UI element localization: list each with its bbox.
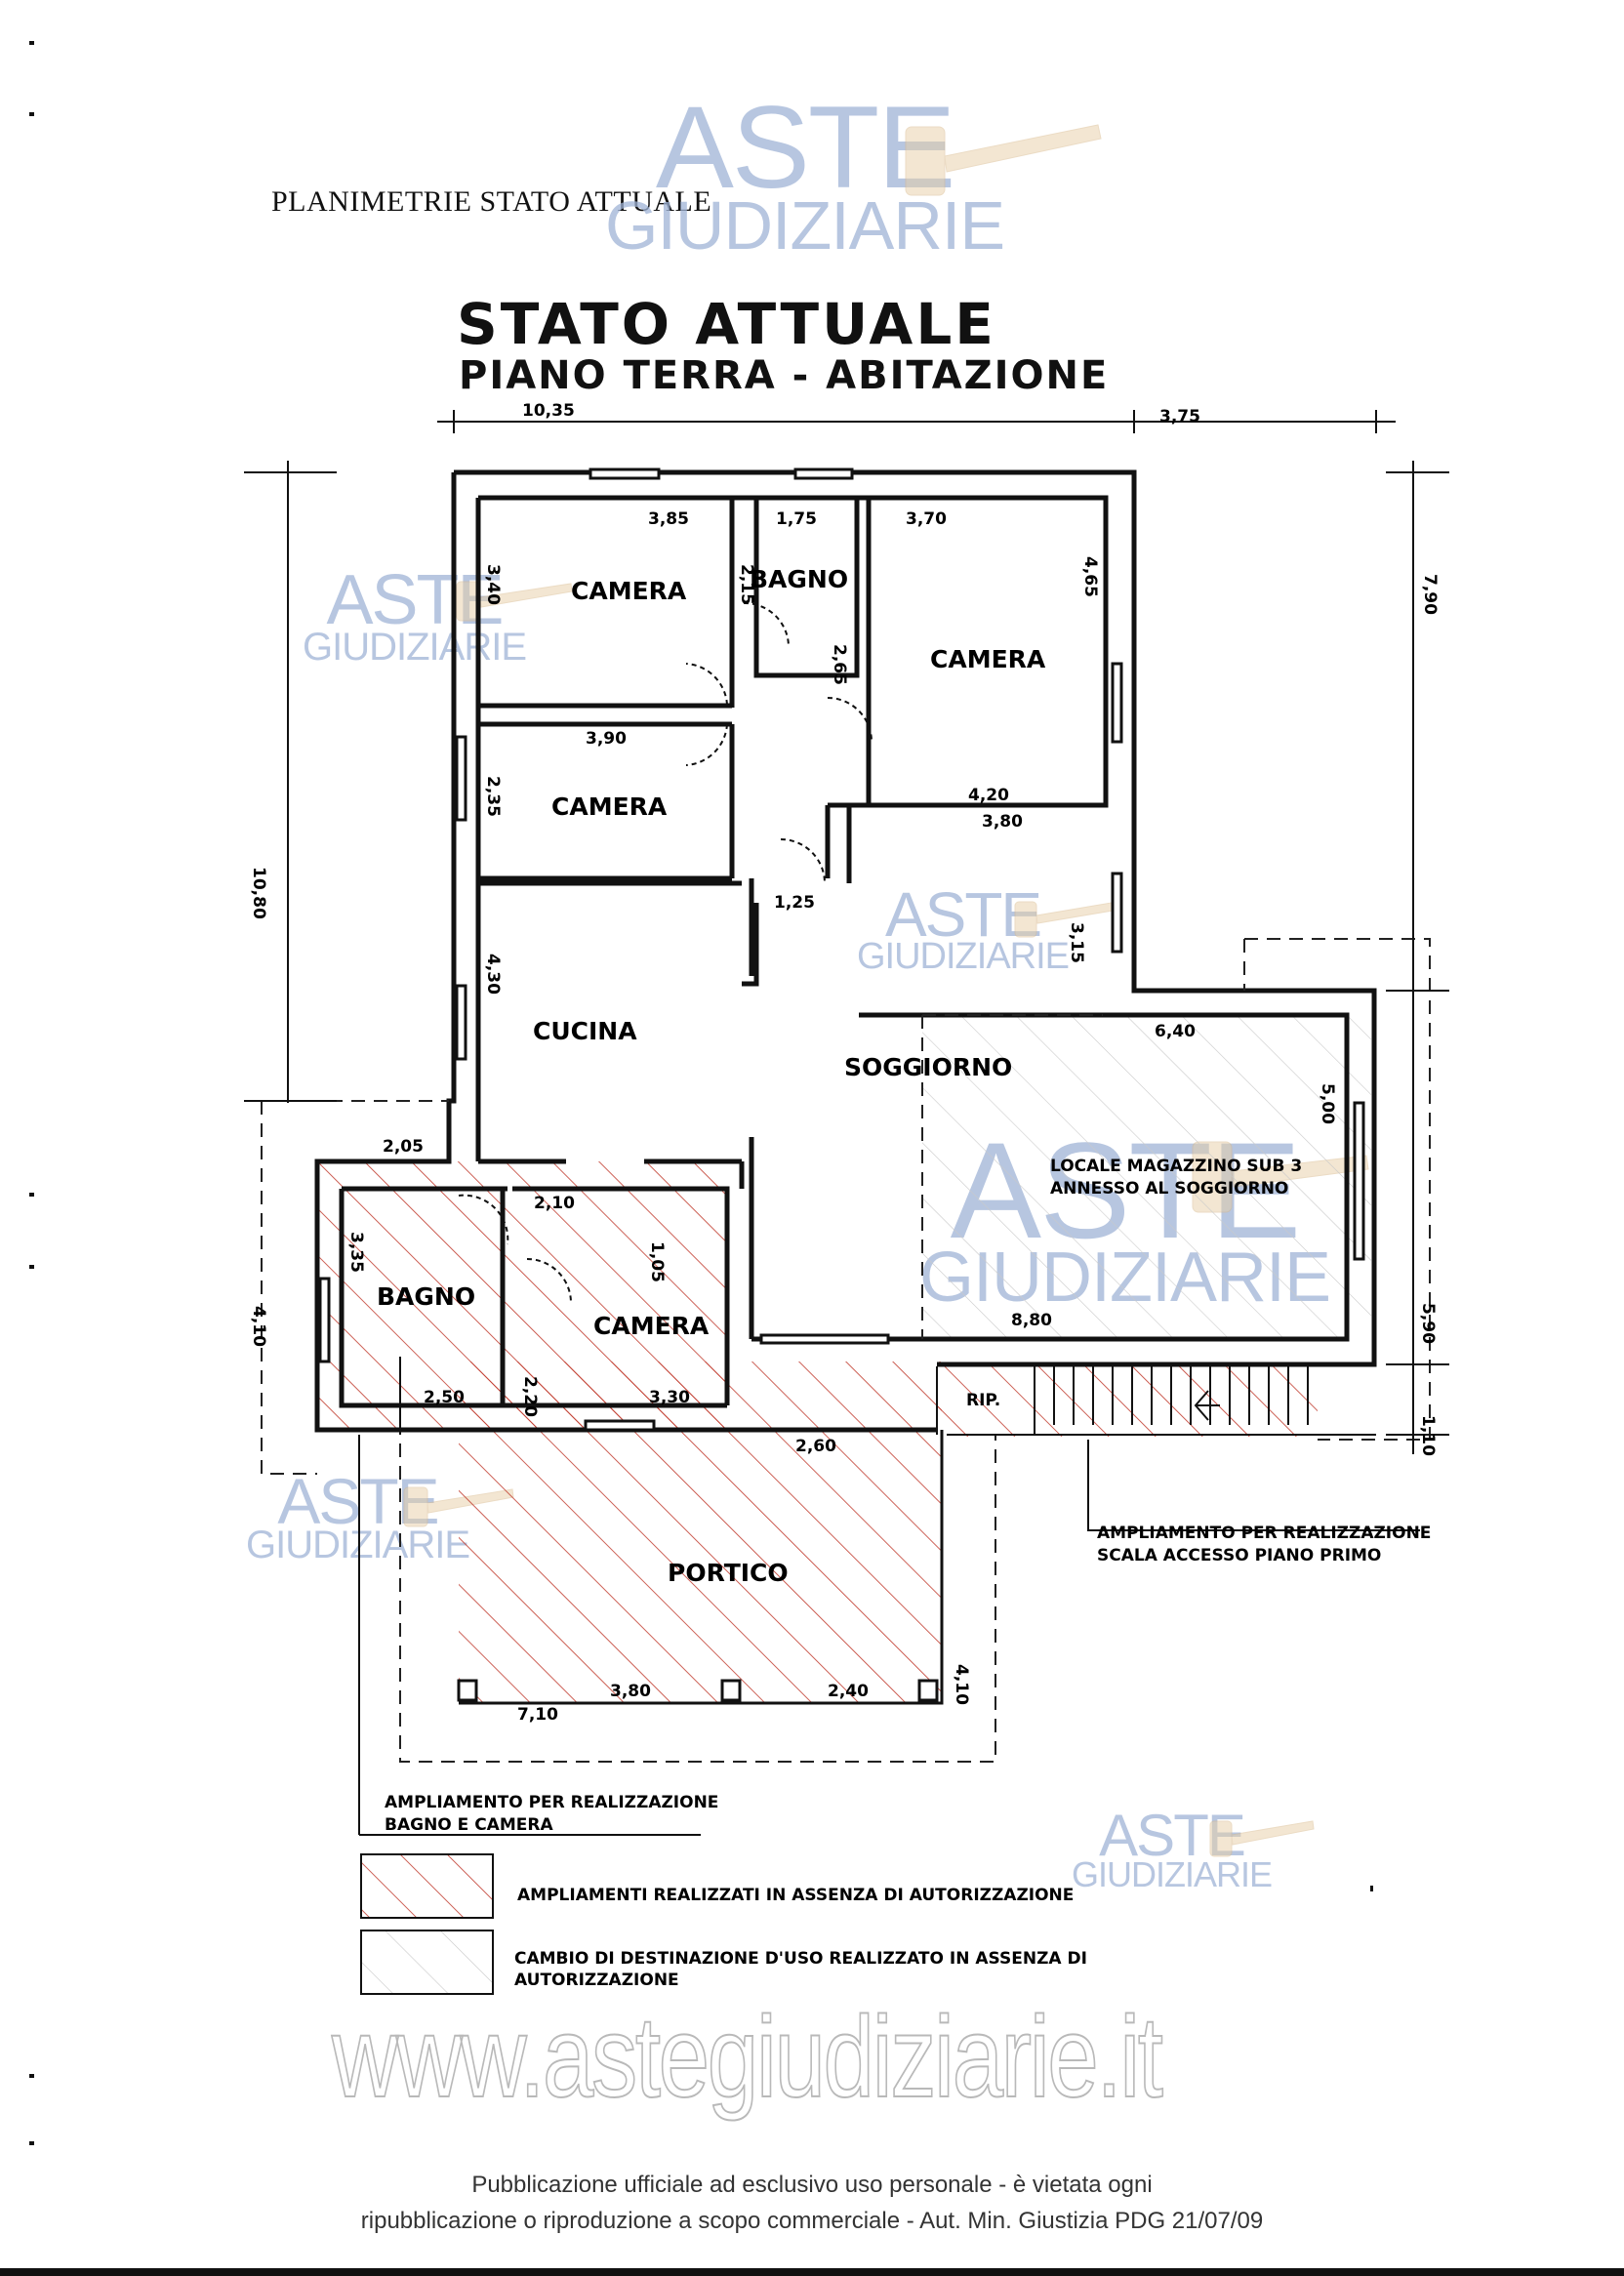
dim-right-low: 1,10	[1418, 1415, 1438, 1456]
room-label-portico: PORTICO	[668, 1559, 789, 1587]
dim-cam3-h: 2,35	[483, 776, 503, 817]
annotation-scala-2: SCALA ACCESSO PIANO PRIMO	[1097, 1546, 1381, 1565]
room-label-rip: RIP.	[966, 1391, 1000, 1410]
room-label-magazzino-2: ANNESSO AL SOGGIORNO	[1050, 1179, 1288, 1199]
hatch-portico	[459, 1362, 942, 1703]
dim-top-left: 10,35	[522, 401, 575, 421]
page-bottom-border	[0, 2268, 1624, 2276]
plan-title: STATO ATTUALE	[457, 291, 996, 357]
footer-line-1: Pubblicazione ufficiale ad esclusivo uso…	[471, 2172, 1153, 2198]
hatch-magazzino	[922, 1015, 1371, 1339]
legend-swatch-red	[360, 1853, 494, 1919]
portico-columns	[457, 1679, 939, 1702]
portico-edge	[459, 1430, 944, 1705]
room-label-camera-4: CAMERA	[593, 1312, 710, 1340]
watermark-logo-lower-right: ASTE GIUDIZIARIE	[1072, 1803, 1273, 1894]
dim-ext-h: 4,10	[249, 1306, 268, 1347]
annotation-bagno-1: AMPLIAMENTO PER REALIZZAZIONE	[385, 1793, 718, 1812]
dim-bagno1-h2: 2,65	[830, 644, 849, 685]
dim-sogg-w: 3,80	[982, 812, 1023, 832]
dim-bagno2-h: 3,35	[346, 1232, 366, 1273]
dim-cam2-w: 3,70	[906, 509, 947, 529]
dim-cam1-h: 3,40	[483, 564, 503, 605]
room-label-cucina: CUCINA	[533, 1017, 637, 1045]
dim-bagno1-w: 1,75	[776, 509, 817, 529]
site-watermark: www.astegiudiziarie.it	[331, 1992, 1164, 2123]
dim-mag-h: 5,00	[1318, 1083, 1337, 1124]
room-label-bagno-2: BAGNO	[377, 1282, 475, 1311]
windows	[318, 467, 1365, 1432]
room-label-camera-1: CAMERA	[571, 577, 687, 605]
legend-swatch-light	[360, 1930, 494, 1995]
dim-mag-w: 6,40	[1155, 1022, 1196, 1041]
dim-cam4-w1: 2,10	[534, 1194, 575, 1213]
page-header: PLANIMETRIE STATO ATTUALE	[271, 185, 712, 218]
dim-portico-w3: 2,40	[828, 1682, 869, 1701]
dim-cam2-bottom: 4,20	[968, 786, 1009, 805]
dim-portico-w1: 7,10	[517, 1705, 558, 1725]
room-label-camera-2: CAMERA	[930, 645, 1046, 673]
dim-left-total: 10,80	[249, 867, 268, 919]
dim-top-right: 3,75	[1159, 407, 1200, 427]
dim-cucina-h: 4,30	[483, 954, 503, 995]
dim-ext-w: 2,05	[383, 1137, 424, 1157]
door-swings	[458, 601, 873, 1304]
dim-corridor: 1,25	[774, 893, 815, 913]
stairs	[936, 1366, 1376, 1436]
scan-marks	[29, 41, 1373, 2145]
room-label-bagno-1: BAGNO	[750, 565, 848, 593]
annotation-bagno-2: BAGNO E CAMERA	[385, 1815, 553, 1835]
dim-cam3-w: 3,90	[586, 729, 627, 749]
dim-portico-top: 2,60	[795, 1437, 836, 1456]
dim-cam4-h1: 1,05	[647, 1241, 667, 1282]
hatch-scala	[937, 1364, 1318, 1437]
dim-cam4-h2: 2,20	[520, 1376, 540, 1417]
plan-subtitle: PIANO TERRA - ABITAZIONE	[459, 353, 1110, 398]
dim-mag-bottom: 8,80	[1011, 1311, 1052, 1330]
footer-line-2: ripubblicazione o riproduzione a scopo c…	[360, 2208, 1264, 2234]
dim-bagno1-h1: 2,15	[737, 564, 756, 605]
dim-cam2-h: 4,65	[1080, 556, 1100, 597]
dim-portico-h: 4,10	[952, 1664, 971, 1705]
room-label-camera-3: CAMERA	[551, 793, 668, 821]
legend-item-2-line-1: CAMBIO DI DESTINAZIONE D'USO REALIZZATO …	[514, 1949, 1087, 1969]
room-label-magazzino-1: LOCALE MAGAZZINO SUB 3	[1050, 1157, 1302, 1176]
dim-cam1-w: 3,85	[648, 509, 689, 529]
room-label-soggiorno: SOGGIORNO	[844, 1053, 1012, 1081]
legend-item-2-line-2: AUTORIZZAZIONE	[514, 1971, 679, 1990]
dim-right-mid: 5,90	[1418, 1303, 1438, 1344]
dim-cam4-w2: 3,30	[649, 1388, 690, 1407]
legend-item-1: AMPLIAMENTI REALIZZATI IN ASSENZA DI AUT…	[517, 1886, 1074, 1905]
dimension-lines	[244, 410, 1449, 1835]
annotation-scala-1: AMPLIAMENTO PER REALIZZAZIONE	[1097, 1524, 1431, 1543]
dim-sogg-h: 3,15	[1067, 922, 1086, 963]
dim-bagno2-w: 2,50	[424, 1388, 465, 1407]
dim-right-total: 7,90	[1420, 574, 1440, 615]
dim-portico-w2: 3,80	[610, 1682, 651, 1701]
watermark-logo-left: ASTE GIUDIZIARIE	[303, 561, 527, 670]
